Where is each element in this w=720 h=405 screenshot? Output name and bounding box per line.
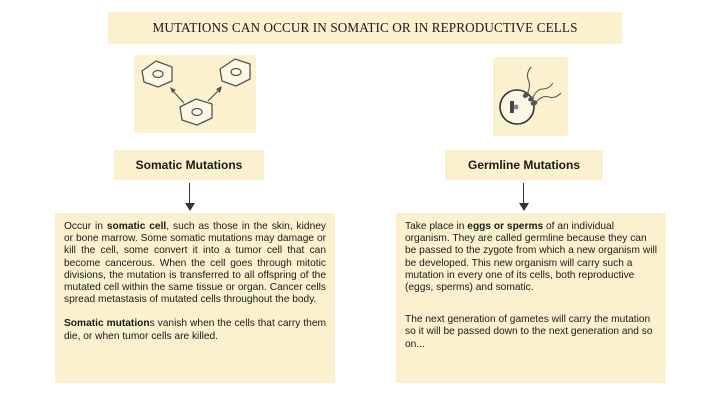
page-title: MUTATIONS CAN OCCUR IN SOMATIC OR IN REP… [153,20,578,36]
germline-paragraph-1: Take place in eggs or sperms of an indiv… [405,221,657,294]
somatic-description: Occur in somatic cell, such as those in … [55,213,335,383]
somatic-p1-text: Occur in [64,221,107,232]
somatic-p1-bold: somatic cell [107,221,166,232]
germline-mutations-heading: Germline Mutations [445,150,603,180]
egg-and-sperm-icon [493,57,568,136]
germline-paragraph-2: The next generation of gametes will carr… [405,314,657,351]
germline-p1-text: Take place in [405,221,467,232]
somatic-paragraph-2: Somatic mutations vanish when the cells … [64,318,326,342]
dividing-cells-icon [134,55,256,133]
down-arrow-icon [185,183,195,213]
somatic-p2-bold: Somatic mutation [64,318,150,329]
down-arrow-icon [519,183,529,213]
somatic-p1-rest: , such as those in the skin, kidney or b… [64,221,326,305]
somatic-paragraph-1: Occur in somatic cell, such as those in … [64,221,326,306]
somatic-mutations-heading: Somatic Mutations [114,150,264,180]
somatic-heading-text: Somatic Mutations [136,158,243,172]
germline-description: Take place in eggs or sperms of an indiv… [396,213,666,383]
germline-heading-text: Germline Mutations [468,158,580,172]
title-box: MUTATIONS CAN OCCUR IN SOMATIC OR IN REP… [108,12,622,44]
germline-p1-bold: eggs or sperms [467,221,543,232]
